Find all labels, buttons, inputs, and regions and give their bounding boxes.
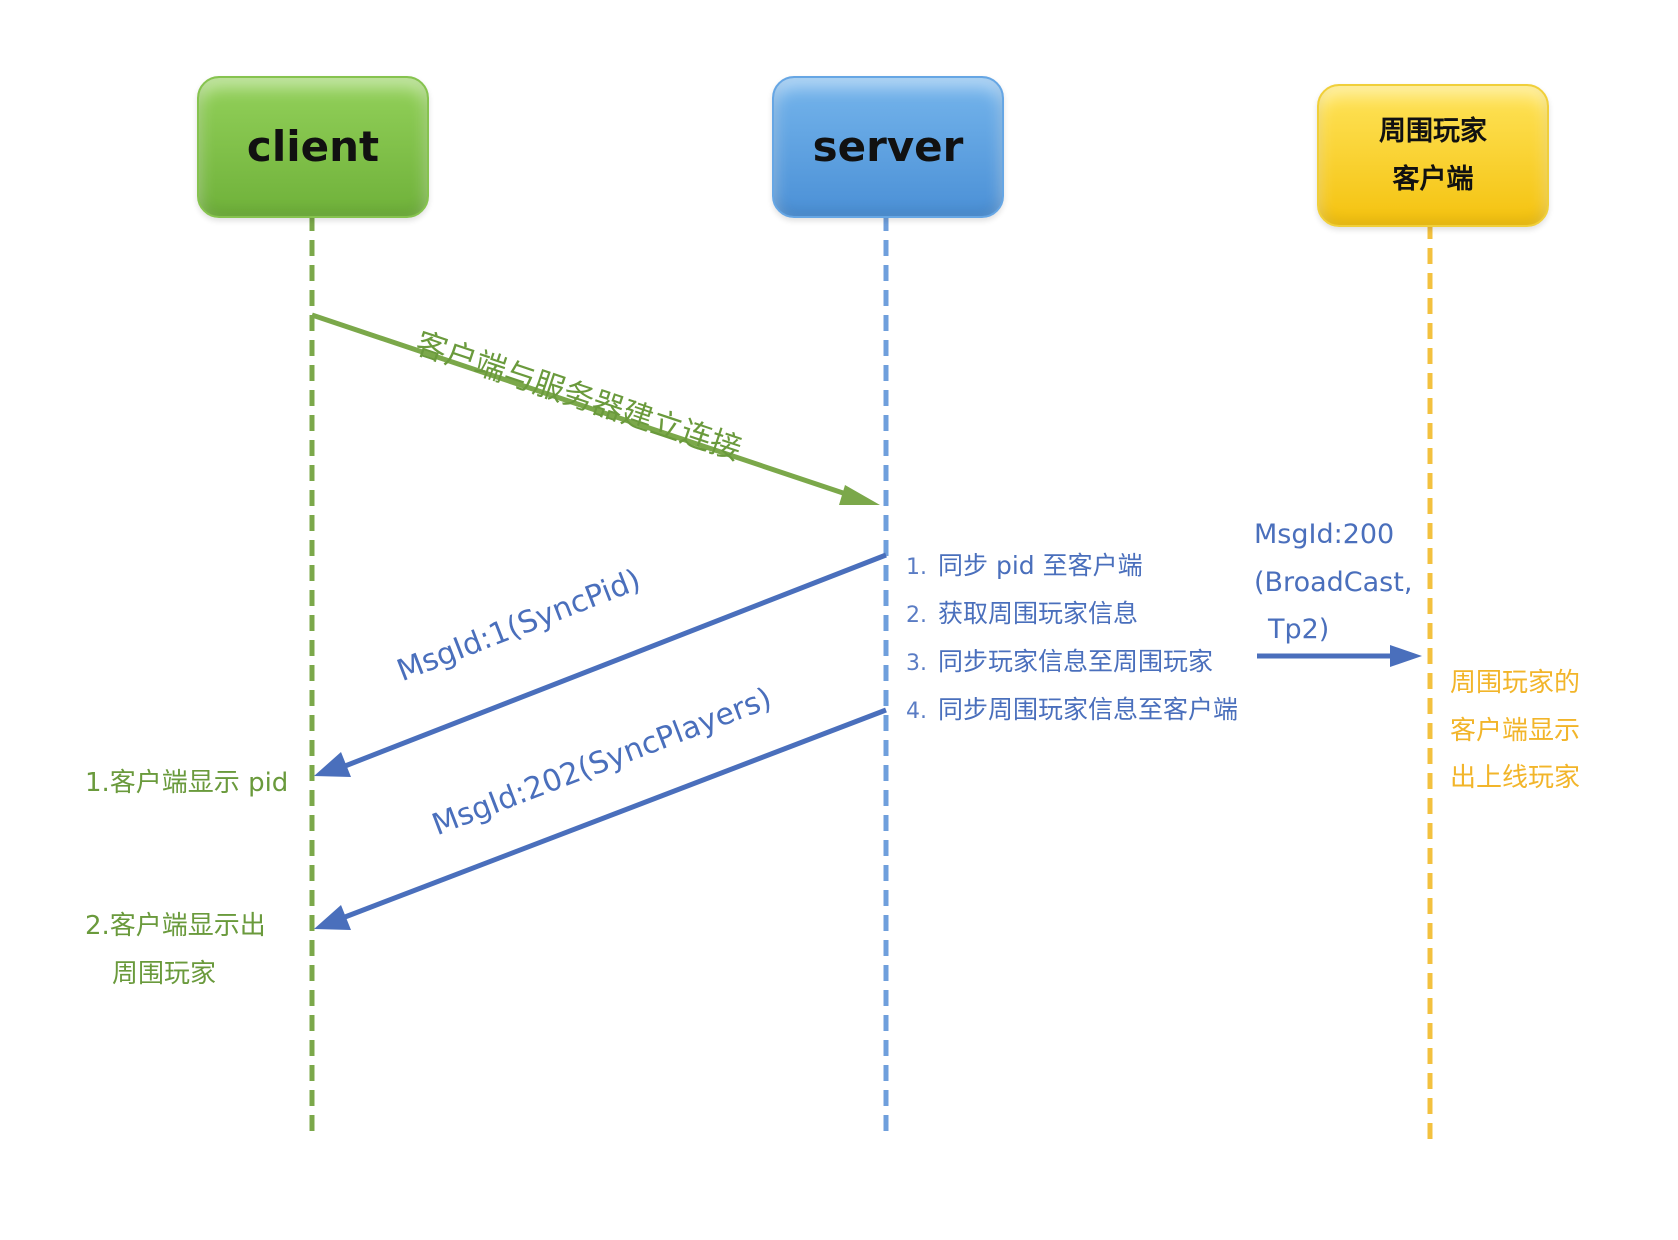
sync-players-arrow	[344, 707, 887, 920]
broadcast-label-line1: MsgId:200	[1254, 519, 1395, 550]
server-step-number: 4.	[906, 699, 927, 724]
broadcast-label-line3: Tp2)	[1268, 614, 1330, 645]
neighbor-actor-label-line1: 周围玩家	[1379, 116, 1487, 148]
client-actor-box: client	[197, 76, 429, 218]
neighbor-note-line3: 出上线玩家	[1450, 763, 1581, 793]
server-step: 3. 同步玩家信息至周围玩家	[906, 642, 1213, 678]
broadcast-arrow-head	[1390, 645, 1422, 667]
sync-players-arrow-head	[314, 905, 351, 930]
server-actor-box: server	[772, 76, 1004, 218]
broadcast-label-line2: (BroadCast,	[1254, 567, 1413, 598]
server-step: 4. 同步周围玩家信息至客户端	[906, 690, 1238, 726]
sync-pid-arrow-head	[314, 752, 351, 777]
neighbor-note-line1: 周围玩家的	[1450, 668, 1581, 698]
neighbor-actor-box: 周围玩家 客户端	[1317, 84, 1549, 227]
server-step-text: 同步玩家信息至周围玩家	[938, 647, 1214, 676]
server-step-number: 3.	[906, 651, 927, 676]
server-step-text: 同步 pid 至客户端	[938, 551, 1143, 580]
server-step-number: 2.	[906, 603, 927, 628]
client-note-pid: 1.客户端显示 pid	[85, 768, 289, 798]
client-note-players-line2: 周围玩家	[112, 959, 217, 989]
client-actor-label: client	[246, 122, 380, 171]
server-step-text: 获取周围玩家信息	[938, 599, 1139, 628]
client-note-players-line1: 2.客户端显示出	[85, 911, 266, 941]
connect-arrow	[311, 312, 856, 500]
connect-arrow-head	[839, 485, 880, 505]
server-actor-label: server	[812, 122, 964, 171]
neighbor-actor-label-line2: 客户端	[1392, 163, 1474, 195]
server-step: 2. 获取周围玩家信息	[906, 594, 1138, 630]
neighbor-note-line2: 客户端显示	[1450, 716, 1581, 746]
server-step-number: 1.	[906, 555, 927, 580]
server-step: 1. 同步 pid 至客户端	[906, 546, 1143, 582]
sync-pid-arrow	[344, 552, 887, 769]
server-step-text: 同步周围玩家信息至客户端	[938, 695, 1239, 724]
